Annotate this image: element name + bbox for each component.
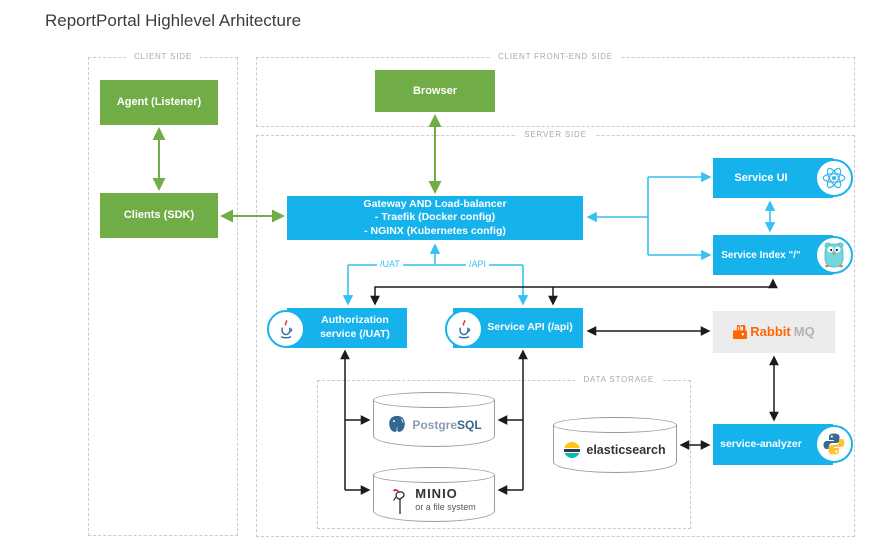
auth-line-2: service (/UAT) [320, 328, 390, 340]
node-browser: Browser [375, 70, 495, 112]
service-analyzer-icon-circle [815, 425, 853, 463]
java-icon [458, 319, 471, 339]
edge-label-api: /API [466, 259, 490, 269]
server-side-zone-label: SERVER SIDE [516, 130, 595, 139]
auth-service-icon-circle [267, 310, 305, 348]
client-front-end-zone-label: CLIENT FRONT-END SIDE [490, 52, 621, 61]
node-postgresql: PostgreSQL [373, 392, 495, 447]
service-index-icon-circle [815, 236, 853, 274]
node-clients-label: Clients (SDK) [123, 209, 195, 222]
java-icon [280, 319, 293, 339]
postgresql-label-sql: SQL [457, 417, 482, 432]
rabbitmq-label-rabbit: Rabbit [750, 323, 791, 339]
server-side-zone: SERVER SIDE [256, 130, 855, 537]
cylinder-top [373, 392, 495, 408]
postgresql-label: PostgreSQL [412, 416, 481, 434]
client-front-end-zone: CLIENT FRONT-END SIDE [256, 52, 855, 127]
service-index-label: Service Index "/" [721, 249, 801, 261]
client-side-zone-label: CLIENT SIDE [126, 52, 200, 61]
node-elasticsearch: elasticsearch [553, 417, 677, 473]
node-agent-label: Agent (Listener) [116, 96, 202, 109]
elasticsearch-icon [564, 442, 581, 458]
minio-sublabel: or a file system [415, 501, 476, 512]
rabbitmq-label-mq: MQ [793, 323, 815, 339]
cylinder-top [373, 467, 495, 483]
node-rabbitmq: Rabbit MQ [713, 311, 835, 353]
node-authorization-service: Authorization service (/UAT) [287, 308, 407, 348]
node-minio: MINIO or a file system [373, 467, 495, 522]
service-ui-icon-circle [815, 159, 853, 197]
gateway-line-2: - Traefik (Docker config) [374, 211, 496, 224]
cylinder-top [553, 417, 677, 433]
service-analyzer-label: service-analyzer [720, 437, 802, 450]
node-browser-label: Browser [412, 84, 458, 97]
data-storage-zone: DATA STORAGE [317, 375, 691, 529]
client-side-zone: CLIENT SIDE [88, 52, 238, 536]
node-service-index: Service Index "/" [713, 235, 833, 275]
node-gateway: Gateway AND Load-balancer - Traefik (Doc… [287, 196, 583, 240]
minio-bird-icon [393, 488, 405, 514]
gateway-line-1: Gateway AND Load-balancer [363, 197, 507, 210]
react-icon [822, 167, 846, 189]
service-api-label: Service API (/api) [487, 321, 573, 334]
python-icon [823, 433, 845, 455]
minio-label-group: MINIO or a file system [415, 485, 476, 512]
data-storage-zone-label: DATA STORAGE [575, 375, 662, 384]
node-clients-sdk: Clients (SDK) [100, 193, 218, 238]
elasticsearch-label: elasticsearch [586, 443, 666, 457]
node-service-ui: Service UI [713, 158, 833, 198]
page-title: ReportPortal Highlevel Arhitecture [45, 11, 302, 30]
node-service-analyzer: service-analyzer [713, 424, 833, 465]
rabbitmq-icon [733, 325, 748, 339]
postgresql-label-postgre: Postgre [412, 417, 457, 432]
minio-label: MINIO [415, 485, 458, 501]
gateway-line-3: - NGINX (Kubernetes config) [364, 224, 506, 237]
service-ui-label: Service UI [734, 171, 788, 184]
edge-label-uat: /UAT [377, 259, 403, 269]
postgresql-elephant-icon [389, 415, 406, 432]
node-agent-listener: Agent (Listener) [100, 80, 218, 125]
auth-line-1: Authorization [321, 314, 389, 327]
service-api-icon-circle [445, 310, 483, 348]
go-gopher-icon [824, 242, 844, 268]
